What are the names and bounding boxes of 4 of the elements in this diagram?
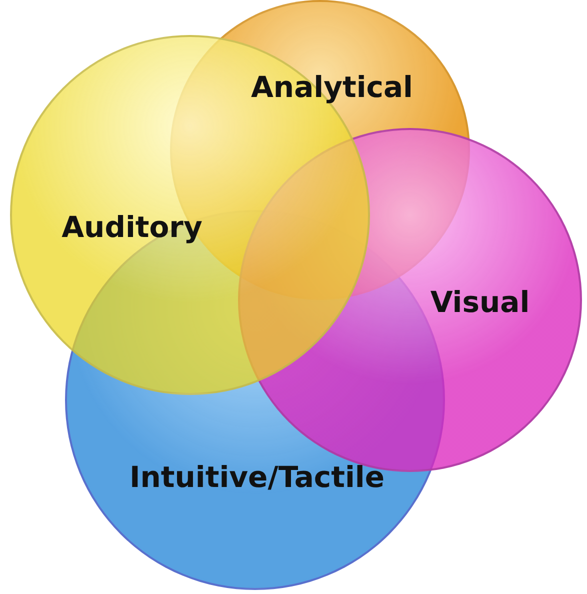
circle-label: Visual	[430, 285, 530, 319]
circle-label: Analytical	[251, 70, 413, 104]
circle-label: Auditory	[62, 210, 202, 244]
circle-label: Intuitive/Tactile	[129, 460, 385, 494]
